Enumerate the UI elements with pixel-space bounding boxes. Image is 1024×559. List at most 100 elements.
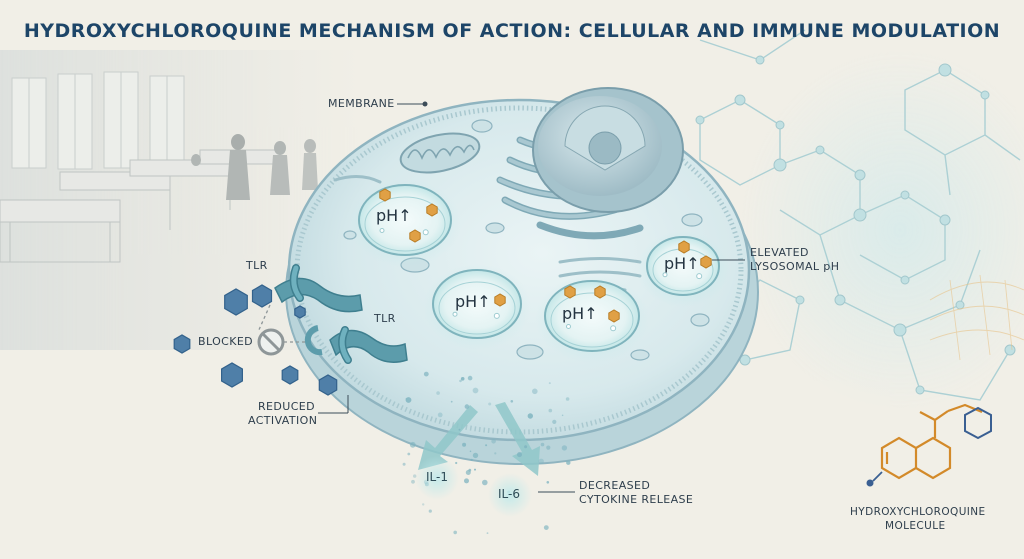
cytokine-dot xyxy=(423,371,429,377)
molecular-network-background xyxy=(695,29,1024,410)
cytokine-dot xyxy=(405,397,408,400)
lysosome-ph-label-1: pH↑ xyxy=(376,206,412,225)
cytokine-dot xyxy=(470,458,473,461)
lysosome xyxy=(637,231,729,307)
nucleus xyxy=(532,87,684,213)
cytokine-dot xyxy=(453,530,458,535)
lysosome xyxy=(423,264,531,350)
drug-particle-icon xyxy=(608,309,620,323)
elevated-ph-label-2: LYSOSOMAL pH xyxy=(750,260,840,273)
reduced-activation-label-1: REDUCED xyxy=(258,400,316,413)
cytokine-dot xyxy=(561,414,564,417)
mitochondrion xyxy=(399,132,481,174)
cytokine-dot xyxy=(488,402,492,406)
cytokine-dot xyxy=(538,458,544,464)
cytokine-dot xyxy=(552,419,557,424)
cytokine-dot xyxy=(540,442,545,447)
hexagon-ligand-icon xyxy=(318,374,338,396)
cytokine-dot xyxy=(532,388,538,395)
decreased-cytokine-label-2: CYTOKINE RELEASE xyxy=(579,493,694,506)
lysosome-group xyxy=(349,179,729,363)
il1-label: IL-1 xyxy=(426,470,448,484)
cytokine-dot xyxy=(462,442,467,447)
cytokine-dot xyxy=(524,445,528,449)
cytokine-dot xyxy=(458,428,461,431)
hexagon-ligand-icon xyxy=(294,305,306,319)
cytokine-dot xyxy=(428,509,432,513)
drug-particle-icon xyxy=(494,293,506,307)
cytokine-dot xyxy=(402,462,406,466)
cytokine-dot xyxy=(517,452,522,458)
cytokine-dot xyxy=(548,408,553,413)
cytokine-dot xyxy=(455,461,458,465)
hexagon-ligand-icon xyxy=(281,365,299,385)
lysosome xyxy=(535,275,649,363)
hexagon-ligand-icon xyxy=(224,288,248,316)
dashed-connector xyxy=(257,304,306,343)
hexagon-ligand-icon xyxy=(173,334,191,354)
il6-bubble xyxy=(488,473,532,517)
page-title: HYDROXYCHLOROQUINE MECHANISM OF ACTION: … xyxy=(23,20,1001,42)
cytokine-dot xyxy=(411,479,415,484)
cytokine-dot xyxy=(472,387,479,394)
tlr-label-top: TLR xyxy=(246,259,268,272)
cytokine-dot xyxy=(510,400,514,403)
hydroxychloroquine-molecule-icon xyxy=(866,403,992,487)
drug-particle-icon xyxy=(426,203,438,217)
cytokine-dot xyxy=(527,413,533,419)
hexagon-ligand-icon xyxy=(221,362,243,388)
hexagon-ligand-icon xyxy=(251,284,273,308)
membrane-label: MEMBRANE xyxy=(328,97,395,110)
cytokine-dot xyxy=(543,525,549,530)
decreased-cytokine-label-1: DECREASED xyxy=(579,479,651,492)
blocked-icon xyxy=(257,328,285,356)
cytokine-dot xyxy=(450,400,453,403)
cytokine-dot xyxy=(407,452,411,456)
cytokine-dot xyxy=(546,481,550,484)
cytokine-dot xyxy=(459,379,462,383)
il1-bubble xyxy=(415,456,459,500)
cytokine-dot xyxy=(561,445,568,451)
drug-particle-icon xyxy=(700,255,712,269)
blocked-label: BLOCKED xyxy=(198,335,254,348)
drug-particle-icon xyxy=(564,285,576,299)
ligand-group xyxy=(173,284,338,396)
cytokine-dot xyxy=(565,397,570,401)
cytokine-dot xyxy=(474,468,476,471)
cytokine-dot xyxy=(436,391,440,395)
cytokine-dot xyxy=(491,439,496,444)
reduced-activation-label-2: ACTIVATION xyxy=(248,414,318,427)
elevated-ph-label-1: ELEVATED xyxy=(750,246,809,259)
tlr-receptor-bottom xyxy=(304,325,408,364)
cytokine-dot xyxy=(467,375,473,381)
cytokine-dot xyxy=(464,404,470,409)
tlr-label-bottom: TLR xyxy=(374,312,396,325)
cytokine-dot xyxy=(486,532,489,534)
cytokine-dot xyxy=(469,450,472,453)
drug-particle-icon xyxy=(409,229,421,243)
cytokine-dot xyxy=(494,452,497,455)
cytokine-dot xyxy=(546,445,551,450)
drug-particle-icon xyxy=(594,285,606,299)
cytokine-dot xyxy=(548,382,551,385)
cytokine-dot xyxy=(485,444,488,447)
cytokine-dot xyxy=(460,377,465,381)
lysosome-ph-label-2: pH↑ xyxy=(664,254,700,273)
cytokine-dot xyxy=(464,478,469,484)
molecule-label-1: HYDROXYCHLOROQUINE xyxy=(850,506,986,518)
drug-particle-icon xyxy=(678,240,690,254)
lysosome-ph-label-4: pH↑ xyxy=(562,304,598,323)
il6-label: IL-6 xyxy=(498,487,520,501)
hospital-ward-background xyxy=(0,50,360,350)
lysosome-ph-label-3: pH↑ xyxy=(455,292,491,311)
molecule-label-2: MOLECULE xyxy=(885,520,946,532)
cytokine-release-arrows xyxy=(418,402,540,476)
lysosome xyxy=(349,179,461,267)
membrane-callout xyxy=(397,101,428,107)
cytokine-dot xyxy=(409,441,416,448)
cytokine-dot xyxy=(482,479,488,486)
cytokine-dot xyxy=(437,412,443,418)
cytokine-dot xyxy=(405,397,412,403)
tlr-receptor-top xyxy=(274,264,363,313)
cytokine-dot xyxy=(465,470,471,475)
